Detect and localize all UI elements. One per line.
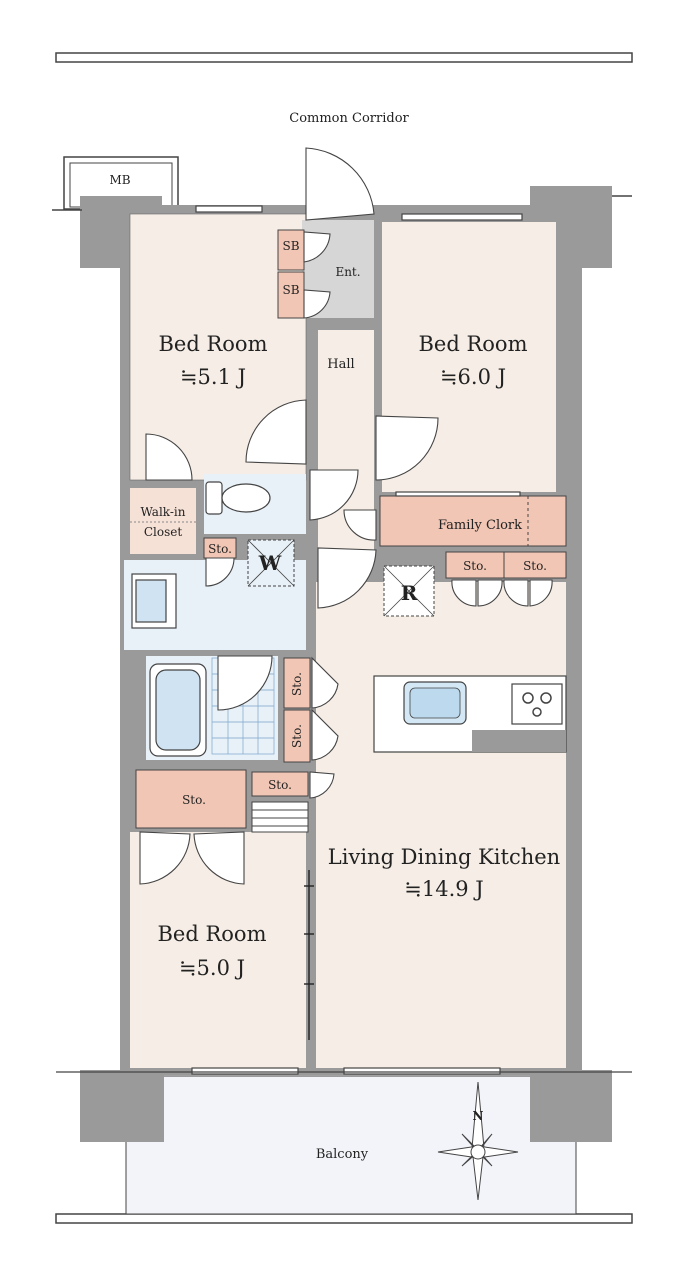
sto-kitchen-2-label: Sto. [523,559,547,573]
stove-icon [511,683,563,725]
bedroom-nw-name: Bed Room [159,332,268,356]
ent-label: Ent. [335,265,360,279]
sto-vertical-1-label: Sto. [290,672,304,696]
w-label: W [258,551,282,575]
hall-label: Hall [327,357,354,372]
sto-washroom-label: Sto. [208,542,232,556]
toilet-icon [205,481,271,515]
windows [191,205,523,1075]
family-clork [379,495,567,547]
mb-label: MB [109,173,130,187]
sb-bottom [277,271,305,319]
bottom-rail [55,1213,633,1224]
sto-bedroom-label: Sto. [182,793,206,807]
balcony [125,1075,577,1215]
sb-bottom-label: SB [282,283,299,297]
sto-vertical-1 [283,657,311,709]
north-label: N [473,1109,484,1123]
door-swings [139,147,553,885]
bedroom-sw-name: Bed Room [158,922,267,946]
sto-vertical-2 [283,709,311,763]
sto-kitchen-2 [503,551,567,579]
bathtub-icon [149,663,207,757]
sb-top [277,229,305,271]
sto-hall-small [251,771,309,797]
ldk-name: Living Dining Kitchen [328,845,560,869]
sto-bedroom [135,769,247,829]
compass-icon [437,1081,519,1201]
bedroom-nw-size: ≒5.1 J [180,365,246,389]
wic-label-1: Walk-in [141,505,186,519]
common-corridor-label: Common Corridor [289,111,409,126]
r-label: R [401,581,418,605]
bedroom-ne-name: Bed Room [419,332,528,356]
ldk-size: ≒14.9 J [404,877,483,901]
balcony-label: Balcony [316,1147,369,1162]
wic-label-2: Closet [144,525,183,539]
bedroom-ne-size: ≒6.0 J [440,365,506,389]
washbasin-icon [131,573,177,629]
steps [251,801,309,833]
sliding-door-marks [304,870,314,1040]
walk-in-closet [130,488,196,554]
family-clork-label: Family Clork [438,518,522,533]
sb-top-label: SB [282,239,299,253]
top-rail [55,52,633,63]
sto-kitchen-1-label: Sto. [463,559,487,573]
bedroom-sw-size: ≒5.0 J [179,956,245,980]
sto-hall-small-label: Sto. [268,778,292,792]
sto-vertical-2-label: Sto. [290,724,304,748]
